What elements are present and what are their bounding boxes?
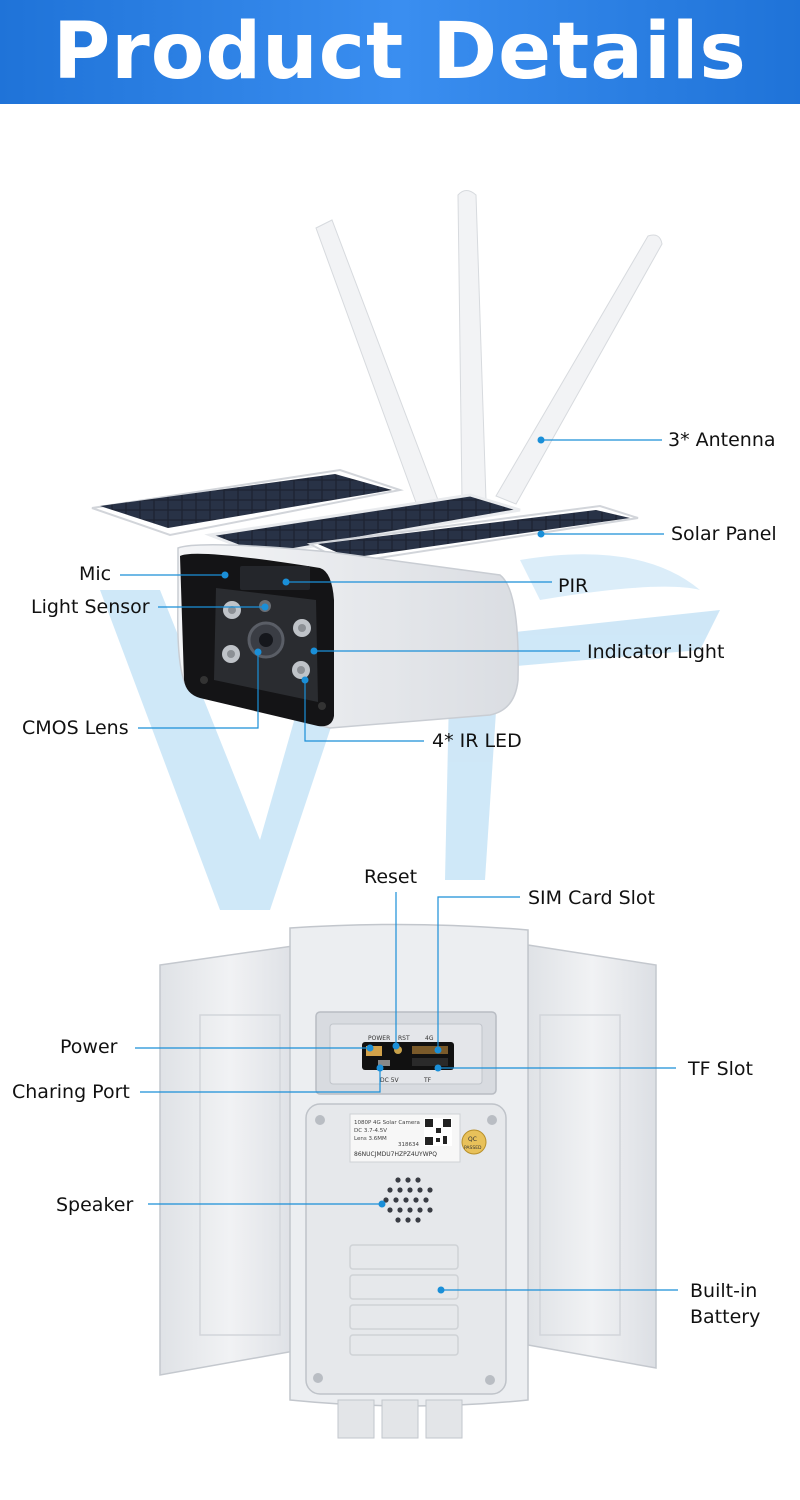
port-label-tf: TF bbox=[423, 1077, 432, 1084]
label-indicator-light: Indicator Light bbox=[587, 641, 725, 663]
label-antenna: 3* Antenna bbox=[668, 429, 776, 451]
sticker-code: 86NUCJMDU7HZPZ4UYWPQ bbox=[354, 1151, 437, 1158]
svg-text:PASSED: PASSED bbox=[464, 1145, 482, 1151]
camera-back-illustration: POWER RST 4G DC 5V TF 1080P 4G Solar Cam… bbox=[159, 923, 657, 1439]
port-label-rst: RST bbox=[398, 1035, 410, 1042]
leader-lines-bottom bbox=[135, 892, 678, 1294]
label-battery-line2: Battery bbox=[690, 1306, 761, 1328]
page-title: Product Details bbox=[53, 7, 747, 97]
label-power: Power bbox=[60, 1036, 118, 1058]
leader-lines-top bbox=[120, 436, 664, 742]
solar-panel-group bbox=[91, 468, 639, 565]
battery-cover bbox=[349, 1244, 459, 1356]
sticker-line1: 1080P 4G Solar Camera bbox=[354, 1120, 420, 1126]
pir-window bbox=[240, 566, 310, 590]
label-mic: Mic bbox=[79, 563, 112, 585]
label-speaker: Speaker bbox=[56, 1194, 134, 1216]
speaker-grille bbox=[383, 1177, 433, 1223]
camera-front-illustration bbox=[91, 190, 663, 729]
svg-text:QC: QC bbox=[468, 1136, 477, 1143]
sticker-line2: DC 3.7-4.5V bbox=[354, 1128, 387, 1134]
label-sim-card-slot: SIM Card Slot bbox=[528, 887, 655, 909]
label-cmos-lens: CMOS Lens bbox=[22, 717, 129, 739]
header-banner: Product Details bbox=[0, 0, 800, 104]
label-light-sensor: Light Sensor bbox=[31, 596, 150, 618]
port-label-power: POWER bbox=[368, 1035, 390, 1042]
label-battery-line1: Built-in bbox=[690, 1280, 758, 1302]
label-tf-slot: TF Slot bbox=[688, 1058, 753, 1080]
label-reset: Reset bbox=[364, 866, 418, 888]
sticker-serial: 318634 bbox=[398, 1142, 419, 1148]
qr-code-icon bbox=[424, 1118, 452, 1146]
port-label-4g: 4G bbox=[425, 1035, 434, 1042]
qc-passed-seal: QC PASSED bbox=[461, 1129, 487, 1155]
label-ir-led: 4* IR LED bbox=[432, 730, 522, 752]
label-solar-panel: Solar Panel bbox=[671, 523, 777, 545]
label-charging-port: Charing Port bbox=[12, 1081, 130, 1103]
antenna-group bbox=[315, 190, 663, 509]
sticker-line3: Lens 3.6MM bbox=[354, 1136, 387, 1142]
port-label-dc: DC 5V bbox=[380, 1077, 400, 1084]
label-pir: PIR bbox=[558, 575, 589, 597]
